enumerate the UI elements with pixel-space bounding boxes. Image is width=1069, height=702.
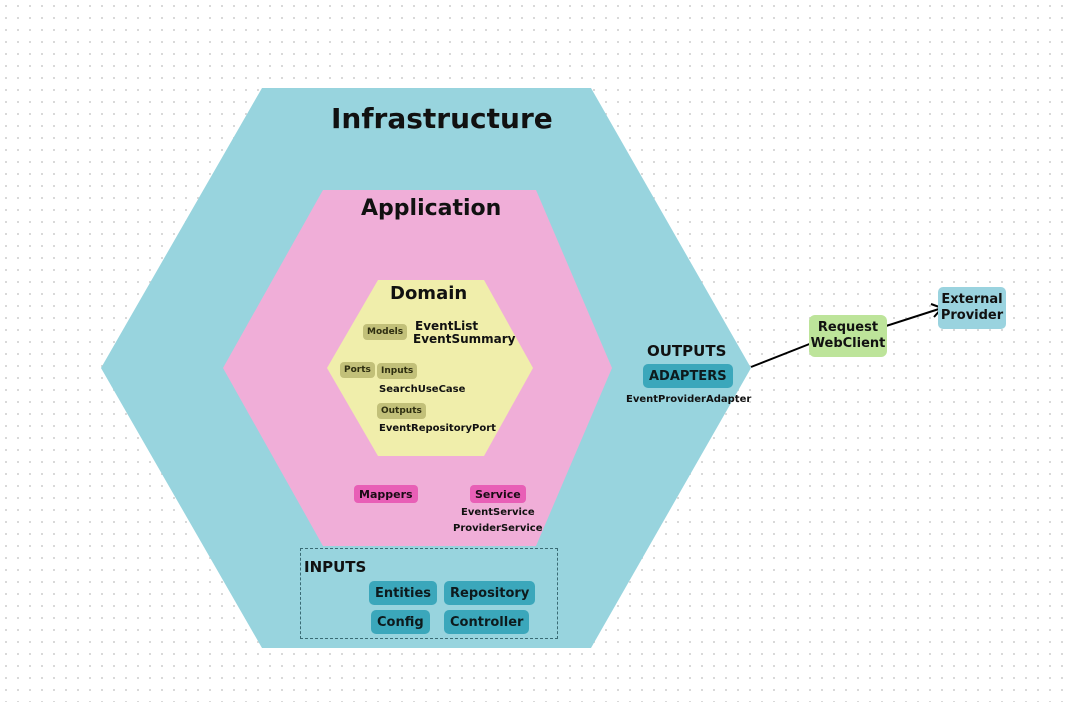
external-provider-box: External Provider — [938, 287, 1006, 329]
repository-tag: Repository — [444, 581, 536, 605]
model-item: EventList — [415, 319, 479, 333]
inputs-title: INPUTS — [304, 558, 367, 576]
model-item: EventSummary — [413, 332, 516, 346]
application-title: Application — [361, 196, 502, 221]
ports-tag: Ports — [340, 362, 375, 378]
controller-tag: Controller — [444, 610, 530, 634]
provider-line: Provider — [940, 308, 1004, 323]
service-tag: Service — [470, 485, 526, 503]
service-item: ProviderService — [453, 523, 543, 534]
external-line: External — [941, 291, 1003, 307]
infrastructure-title: Infrastructure — [331, 102, 553, 135]
mappers-tag: Mappers — [354, 485, 418, 503]
arrow-line — [885, 307, 943, 327]
request-line: Request — [817, 319, 879, 335]
config-tag: Config — [371, 610, 430, 634]
outputs-port-item: EventRepositoryPort — [379, 423, 496, 434]
webclient-line: WebClient — [810, 336, 886, 351]
connector-line — [750, 342, 813, 368]
request-webclient-box: Request WebClient — [809, 315, 887, 357]
outputs-port-tag: Outputs — [377, 403, 426, 419]
adapter-item: EventProviderAdapter — [626, 394, 752, 405]
entities-tag: Entities — [369, 581, 438, 605]
inputs-port-tag: Inputs — [377, 363, 418, 379]
inputs-port-item: SearchUseCase — [379, 384, 466, 395]
models-tag: Models — [363, 324, 408, 340]
outputs-title: OUTPUTS — [647, 342, 727, 360]
adapters-tag: ADAPTERS — [643, 364, 733, 388]
domain-title: Domain — [390, 283, 468, 304]
service-item: EventService — [461, 507, 535, 518]
inputs-box — [300, 548, 558, 639]
